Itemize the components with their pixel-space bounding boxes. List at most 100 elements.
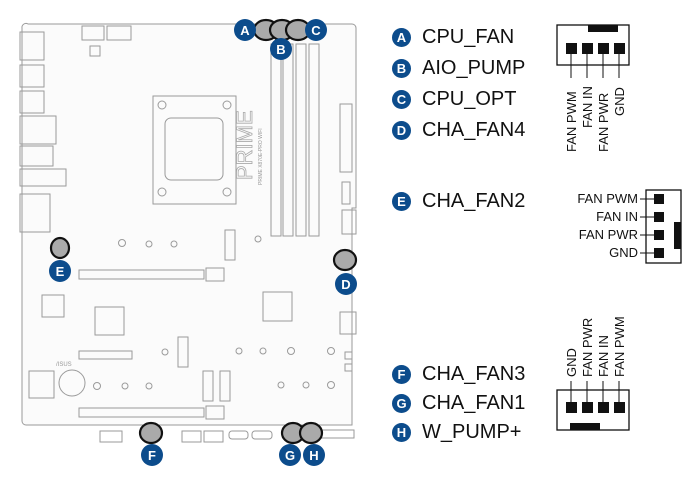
callout-d: D [335,273,357,295]
socket-screw-bl [157,187,167,197]
svg-text:F: F [148,448,156,463]
cpu-power-8pin-2 [106,25,132,41]
chipset-right [262,291,293,322]
pinout-bottom: GND FAN PWR FAN IN FAN PWM [556,316,630,431]
rear-io-1 [19,31,45,61]
legend-aio-pump: B AIO_PUMP [392,57,525,80]
legend-w-pump: H W_PUMP+ [392,421,521,444]
callout-e: E [49,260,71,282]
svg-text:A: A [240,23,250,38]
pin-label: FAN IN [596,335,611,377]
m2-slot-1 [177,336,189,368]
header-e-marker [49,236,71,260]
legend-cha-fan4: D CHA_FAN4 [392,119,525,142]
svg-text:C: C [311,23,321,38]
callout-a: A [234,19,256,41]
rear-io-6 [19,168,67,187]
standoff [254,235,262,243]
board-model: PRIME X870E-PRO WIFI [258,128,264,185]
pinout-mid: FAN PWM FAN IN FAN PWR GND [577,189,682,264]
callout-c: C [305,19,327,41]
standoff [93,382,101,390]
pin-3 [654,230,664,240]
legend-label: CHA_FAN3 [422,363,526,385]
rear-io-4 [19,115,57,145]
pin-1 [566,43,577,54]
legend-label: CHA_FAN2 [422,190,526,212]
rear-io-2 [19,64,45,88]
m2-slot-2 [202,370,214,402]
pin-label: FAN PWR [579,227,638,242]
m2-slot-3 [219,370,231,402]
pin-label: FAN PWR [596,93,611,152]
small-chip-left [41,294,65,318]
badge-g: G [392,394,411,413]
sata-bottom-1 [228,430,249,440]
button-1 [344,351,353,360]
board-brand: PRIME [232,110,257,180]
connector-key [674,222,681,249]
bottom-header [181,430,202,443]
badge-b: B [392,59,411,78]
standoff [145,382,153,390]
callout-h: H [303,444,325,466]
socket-screw-tr [222,100,232,110]
standoff [121,382,129,390]
socket-screw-tl [157,100,167,110]
header-h-marker [298,421,324,445]
socket-screw-br [222,187,232,197]
badge-e: E [392,192,411,211]
pin-1 [566,402,577,413]
callout-b: B [270,38,292,60]
pin-label: GND [564,348,579,377]
pcie-slot-1-latch [205,267,225,282]
standoff [327,347,335,355]
legend-label: CHA_FAN4 [422,119,526,141]
pin-label: FAN IN [596,209,638,224]
pin-2 [582,43,593,54]
sata-port [341,181,351,205]
standoff [145,240,153,248]
atx-24pin [339,103,353,173]
svg-text:B: B [276,42,285,57]
standoff [118,239,126,247]
legend-label: CPU_OPT [422,88,517,110]
motherboard-diagram: PRIME PRIME X870E-PRO WIFI /ISUS A B C D… [19,18,358,466]
standoff [259,347,267,355]
header-d-marker [332,248,358,272]
legend-cpu-fan: A CPU_FAN [392,26,514,49]
rear-io-7 [19,193,51,233]
asus-logo: /ISUS [56,362,72,368]
svg-text:D: D [341,277,350,292]
chipset-left [94,306,125,336]
pin-label: FAN PWM [612,316,627,377]
header-f-marker [138,421,164,445]
badge-h: H [392,423,411,442]
pin-4 [614,402,625,413]
pcie-slot-2-latch [205,405,225,420]
pin-1 [654,194,664,204]
legend-cpu-opt: C CPU_OPT [392,88,516,111]
legend-label: CPU_FAN [422,26,515,48]
callout-g: G [279,444,301,466]
button-2 [344,363,353,372]
standoff [327,381,335,389]
legend-cha-fan2: E CHA_FAN2 [392,190,525,213]
cpu-socket [164,117,224,181]
svg-text:G: G [285,448,295,463]
standoff [277,381,285,389]
chip-small-top [89,45,101,57]
usb-header-right [341,209,357,235]
pin-label: FAN PWR [580,318,595,377]
standoff [287,347,295,355]
rear-io-5 [19,145,54,167]
m2-connector-top [224,229,236,261]
svg-text:E: E [56,264,65,279]
front-panel-header [320,429,355,439]
board-outline [21,22,357,426]
pcie-x1-slot [78,350,133,360]
pin-4 [654,248,664,258]
badge-f: F [392,365,411,384]
pin-label: FAN PWM [564,91,579,152]
badge-d: D [392,121,411,140]
